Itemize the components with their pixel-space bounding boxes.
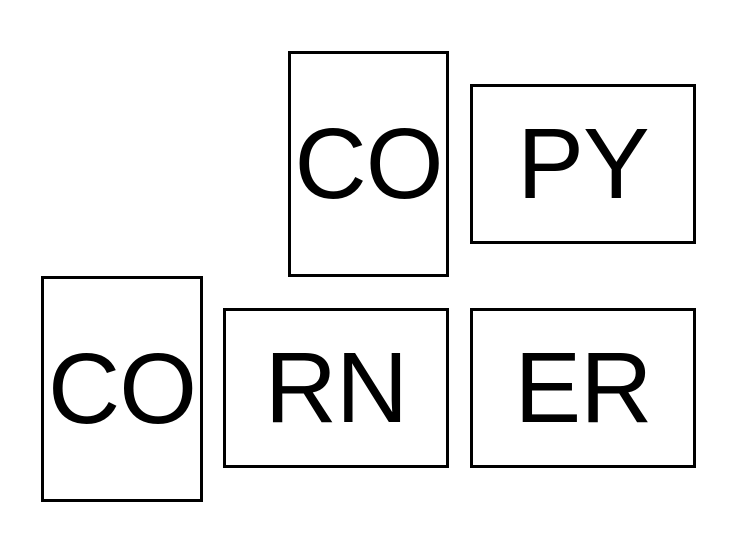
tile-co-bottom: CO <box>41 276 203 502</box>
tile-py: PY <box>470 84 696 244</box>
tile-co-top: CO <box>288 51 449 277</box>
tile-er: ER <box>470 308 696 468</box>
tile-rn: RN <box>223 308 449 468</box>
